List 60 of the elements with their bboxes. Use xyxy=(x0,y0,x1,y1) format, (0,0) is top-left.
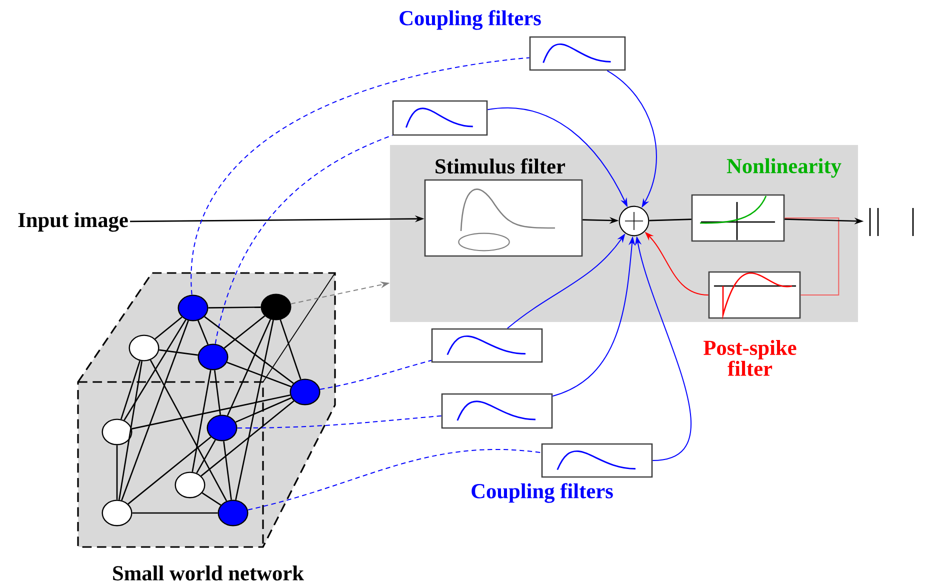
connector-line xyxy=(196,440,216,474)
connector-line xyxy=(154,316,182,340)
connector-line xyxy=(235,397,292,423)
connector-line xyxy=(319,360,432,390)
neuron-circle xyxy=(128,334,160,362)
connector-line xyxy=(132,512,218,514)
connector-line xyxy=(784,218,840,296)
summation-circle xyxy=(618,206,650,236)
connector-line xyxy=(202,492,222,506)
connector-line xyxy=(280,320,302,380)
connector-line xyxy=(200,400,294,476)
neuron-circle xyxy=(102,418,132,446)
connector-line xyxy=(226,319,272,416)
connector-line xyxy=(208,306,261,308)
connector-line xyxy=(121,320,189,501)
connector-line xyxy=(118,361,143,500)
connector-line xyxy=(649,218,692,222)
connector-line xyxy=(236,415,442,428)
node-label: Small world network xyxy=(113,565,304,580)
connector-line xyxy=(128,436,212,504)
section-heading: Coupling filters xyxy=(472,483,613,503)
connector-line xyxy=(192,370,212,472)
neuron-circle xyxy=(198,344,228,370)
connector-line xyxy=(198,320,209,345)
neuron-circle xyxy=(178,294,208,322)
connector-line xyxy=(150,360,228,502)
connector-line xyxy=(226,362,292,388)
neuron-circle xyxy=(290,378,320,406)
connector-line xyxy=(120,360,141,420)
neuron-circle xyxy=(206,414,238,442)
connector-line xyxy=(204,316,294,384)
neuron-circle xyxy=(218,500,248,526)
neuron-circle xyxy=(174,472,206,498)
filter-box xyxy=(431,328,543,363)
connector-line xyxy=(224,315,266,349)
connector-line xyxy=(214,134,393,344)
connector-line xyxy=(132,394,290,430)
neuron-circle xyxy=(102,500,132,526)
connector-line xyxy=(247,449,542,510)
filter-box: Stimulus filter xyxy=(424,158,583,257)
filter-box: Nonlinearity xyxy=(691,158,842,242)
input-label: Input image xyxy=(18,212,128,232)
filter-box xyxy=(541,443,653,478)
connector-line xyxy=(235,320,274,500)
connector-line xyxy=(116,445,118,500)
node-label: Nonlinearity xyxy=(726,158,842,178)
neuron-circle xyxy=(260,294,292,320)
connector-line xyxy=(214,370,221,415)
connector-line xyxy=(191,57,530,296)
spike-train-drawing xyxy=(869,208,914,236)
node-label: Stimulus filter xyxy=(436,158,566,174)
filter-box xyxy=(529,36,626,71)
filter-box: Post-spike filter xyxy=(704,271,801,376)
node-label: Post-spike filter xyxy=(704,340,796,376)
filter-box xyxy=(441,393,553,429)
filter-box xyxy=(392,100,488,136)
connector-line xyxy=(223,441,232,500)
connector-line xyxy=(159,349,198,356)
connector-line xyxy=(124,319,186,421)
section-heading: Coupling filters xyxy=(400,10,541,30)
